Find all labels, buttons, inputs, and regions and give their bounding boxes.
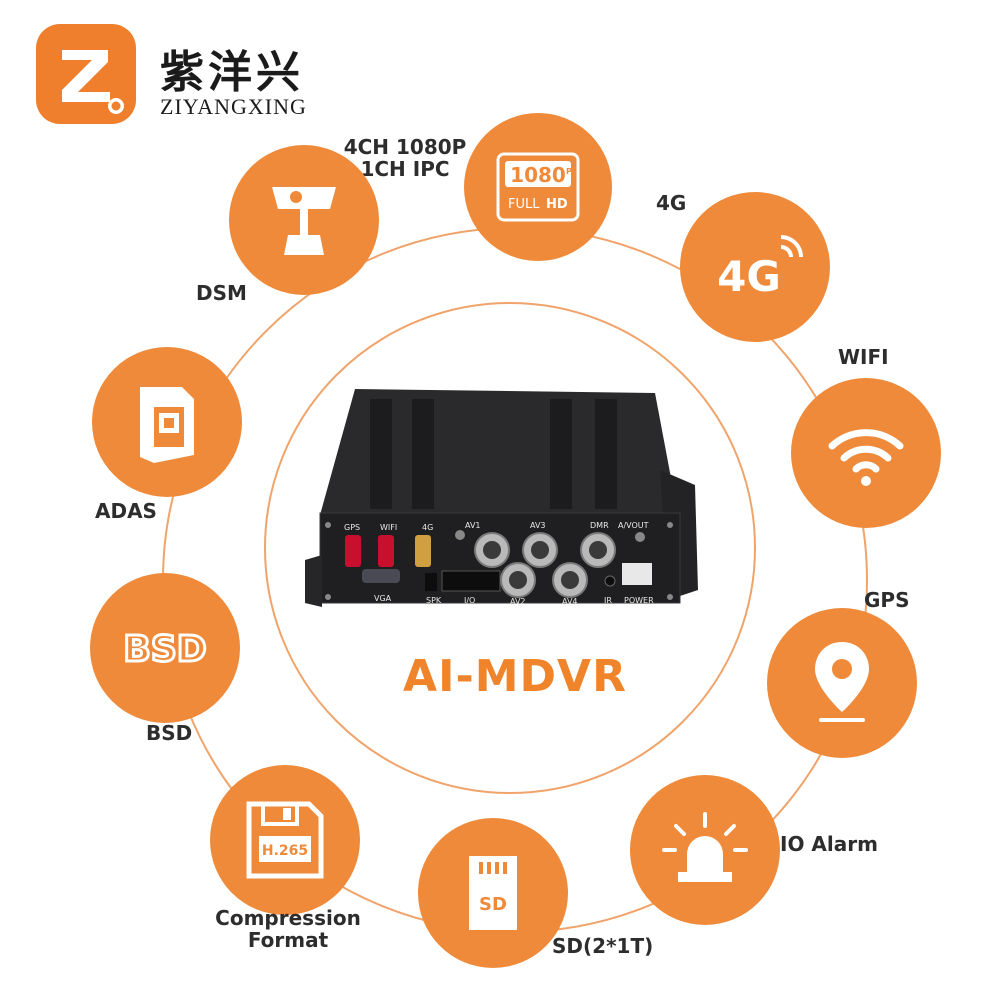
feature-compression-circle: H.265: [210, 765, 360, 915]
feature-dsm-label: DSM: [196, 281, 247, 305]
feature-wifi-circle: [791, 378, 941, 528]
wifi-icon: [828, 429, 904, 486]
brand-logo: [34, 22, 138, 126]
port-label-io: I/O: [464, 596, 475, 605]
dsm-camera-icon: [272, 187, 336, 255]
location-pin-icon: [815, 642, 869, 722]
port-label-spk: SPK: [426, 596, 442, 605]
sd-icon-text: SD: [479, 894, 507, 915]
mdvr-device-image: GPS WIFI 4G AV1 AV3 DMR A/VOUT VGA SPK I…: [305, 389, 698, 607]
hd-badge-top: 1080: [510, 163, 566, 187]
feature-4g-label: 4G: [656, 191, 687, 215]
feature-compression-label: Compression Format: [208, 907, 368, 951]
feature-4g-circle: 4G: [680, 192, 830, 342]
feature-io-alarm-label: IO Alarm: [780, 832, 878, 856]
feature-compression-label-line1: Compression: [215, 906, 361, 930]
h265-icon-text: H.265: [262, 843, 308, 859]
adas-camera-icon: [140, 387, 194, 463]
logo-z-icon: [36, 24, 136, 124]
port-label-av4: AV4: [562, 597, 578, 606]
feature-bsd-circle: BSD: [90, 573, 240, 723]
port-label-av2: AV2: [510, 597, 526, 606]
hd-badge-sup: P: [566, 167, 572, 176]
port-label-power: POWER: [624, 596, 654, 605]
feature-bsd-label: BSD: [146, 721, 193, 745]
feature-hd-label: 4CH 1080P 1CH IPC: [340, 136, 470, 180]
product-title: AI-MDVR: [403, 651, 627, 702]
full-hd-icon: 1080 P FULL HD: [496, 152, 580, 222]
hd-badge-full: FULL: [508, 197, 540, 212]
bsd-icon: BSD: [122, 628, 208, 672]
port-label-dmr: DMR: [590, 521, 609, 530]
feature-gps-label: GPS: [864, 588, 910, 612]
feature-hd-label-line1: 4CH 1080P: [343, 135, 467, 159]
feature-sd-circle: SD: [418, 818, 568, 968]
port-label-av3: AV3: [530, 521, 546, 530]
feature-dsm-circle: [229, 145, 379, 295]
port-label-ir: IR: [604, 596, 612, 605]
feature-gps-circle: [767, 608, 917, 758]
feature-wifi-label: WIFI: [838, 345, 889, 369]
port-label-av1: AV1: [465, 521, 481, 530]
alarm-light-icon: [662, 812, 748, 882]
port-label-vga: VGA: [374, 594, 392, 603]
4g-signal-icon: 4G: [717, 235, 803, 301]
4g-icon-text: 4G: [717, 252, 781, 301]
port-label-avout: A/VOUT: [618, 521, 649, 530]
port-label-4g: 4G: [422, 523, 433, 532]
brand-name-en: ZIYANGXING: [160, 94, 307, 119]
feature-io-alarm-circle: [630, 775, 780, 925]
feature-hd-circle: 1080 P FULL HD: [464, 113, 612, 261]
sd-card-icon: SD: [469, 856, 517, 930]
port-label-wifi: WIFI: [380, 523, 397, 532]
hd-badge-hd: HD: [546, 197, 568, 212]
bsd-icon-text: BSD: [123, 629, 206, 670]
feature-adas-label: ADAS: [95, 499, 157, 523]
feature-adas-circle: [92, 347, 242, 497]
feature-hd-label-line2: 1CH IPC: [360, 157, 450, 181]
floppy-disk-icon: H.265: [246, 801, 324, 879]
port-label-gps: GPS: [344, 523, 360, 532]
brand-name-cn: 紫洋兴: [160, 47, 304, 98]
feature-sd-label: SD(2*1T): [552, 934, 654, 958]
feature-compression-label-line2: Format: [247, 928, 329, 952]
